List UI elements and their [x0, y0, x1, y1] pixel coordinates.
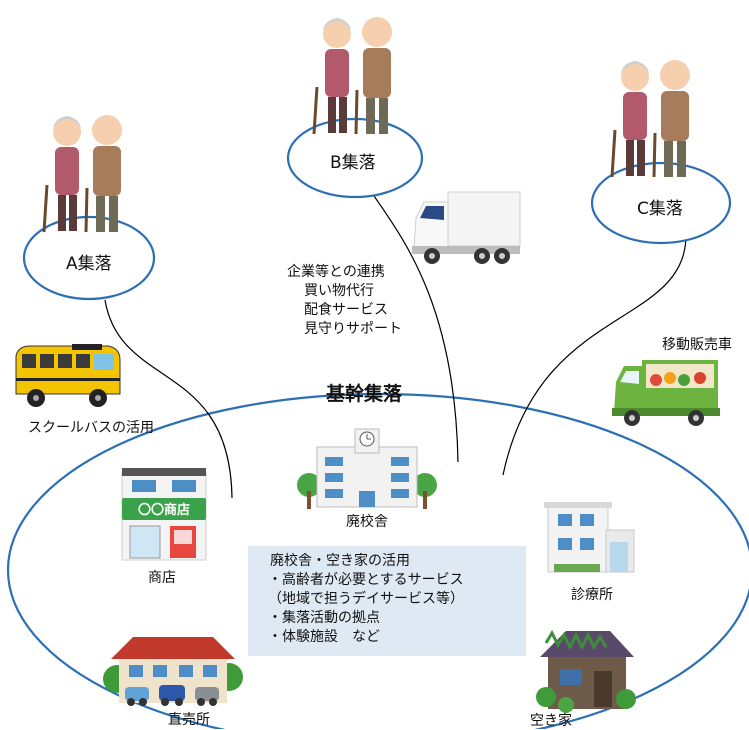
connector-a [104, 299, 233, 499]
connector-c [502, 229, 687, 476]
clinic-label: 診療所 [571, 587, 613, 603]
elderly-couple-icon [312, 17, 392, 135]
school-bus-label: スクールバスの活用 [28, 420, 154, 436]
facility-use-title: 廃校舎・空き家の活用 [270, 553, 410, 569]
mobile-sales-label: 移動販売車 [662, 337, 732, 353]
village-c-ellipse [590, 161, 732, 245]
village-a-label: A集落 [66, 254, 112, 274]
store-icon: 〇〇商店 [121, 468, 207, 561]
vacant-house-label: 空き家 [530, 713, 572, 729]
service-line: 見守りサポート [304, 321, 402, 337]
service-line: 企業等との連携 [287, 264, 385, 280]
service-line: 配食サービス [304, 302, 388, 318]
connector-b [369, 189, 459, 463]
facility-use-item: ・高齢者が必要とするサービス [268, 572, 464, 588]
mobile-sales-truck-icon [612, 360, 720, 426]
core-village-ellipse [7, 392, 749, 729]
vacant-house-icon [536, 629, 636, 713]
direct-sales-market-icon [103, 637, 243, 706]
store-label: 商店 [148, 570, 176, 586]
elderly-couple-icon [610, 60, 690, 178]
facility-use-item: ・体験施設 など [268, 629, 380, 645]
store-sign-text: 〇〇商店 [138, 502, 190, 518]
direct-sales-label: 直売所 [168, 712, 210, 728]
village-a-ellipse [22, 215, 156, 301]
closed-school-label: 廃校舎 [346, 514, 388, 530]
village-b-label: B集落 [330, 153, 376, 173]
elderly-couple-icon [42, 115, 122, 233]
core-village-title: 基幹集落 [326, 383, 403, 405]
clinic-icon [544, 502, 635, 573]
facility-use-box: 廃校舎・空き家の活用 ・高齢者が必要とするサービス （地域で担うデイサービス等）… [248, 546, 526, 656]
school-building-icon [297, 428, 437, 509]
delivery-truck-icon [412, 191, 521, 264]
village-c-label: C集落 [637, 199, 683, 219]
facility-use-item: （地域で担うデイサービス等） [268, 591, 464, 607]
facility-use-item: ・集落活動の拠点 [268, 610, 380, 626]
service-line: 買い物代行 [304, 283, 374, 299]
school-bus-icon [15, 344, 121, 407]
